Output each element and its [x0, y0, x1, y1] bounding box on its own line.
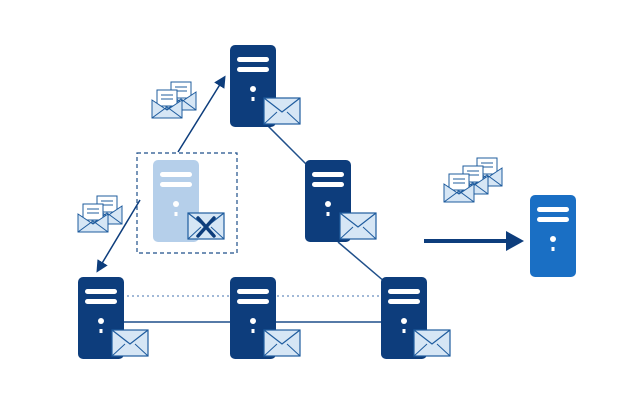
envelope-icon [263, 97, 301, 125]
envelopes [111, 97, 451, 357]
server-port [251, 97, 255, 101]
server-bay [312, 172, 344, 177]
failed-node-frame [136, 152, 238, 254]
server-bay [85, 299, 117, 304]
server-bay [160, 182, 192, 187]
server-led [98, 318, 104, 324]
server-bay [160, 172, 192, 177]
arrow-failed-to-top [177, 75, 226, 153]
envelope-icon [413, 329, 451, 357]
server-bay [537, 207, 569, 212]
server-led [550, 236, 556, 242]
server-led [401, 318, 407, 324]
server-port [326, 212, 330, 216]
edge-top-to-right-mid [261, 119, 311, 169]
envelope-icon [339, 212, 377, 240]
messages-forwarded [443, 157, 503, 203]
server-port [174, 212, 178, 216]
server-bay [237, 289, 269, 294]
server-bay [237, 299, 269, 304]
failed-message-icon [187, 212, 225, 240]
servers [78, 45, 576, 359]
envelope-icon [263, 329, 301, 357]
messages-upper [151, 81, 197, 119]
forward-arrow [424, 231, 524, 251]
open-envelope-icon [151, 89, 183, 119]
edge-right-mid-to-bottom-right [337, 241, 386, 283]
server-port [402, 329, 406, 333]
open-envelope-icon [443, 173, 475, 203]
server-target [530, 195, 576, 277]
open-envelope-icon [77, 203, 109, 233]
message-stacks [77, 81, 503, 233]
server-port [99, 329, 103, 333]
server-bay [237, 67, 269, 72]
server-led [325, 201, 331, 207]
messages-lower [77, 195, 123, 233]
server-led [250, 318, 256, 324]
envelope-icon [111, 329, 149, 357]
server-led [173, 201, 179, 207]
server-bay [312, 182, 344, 187]
error-x-icon [196, 216, 216, 238]
server-bay [85, 289, 117, 294]
server-port [551, 247, 555, 251]
server-bay [237, 57, 269, 62]
server-bay [388, 299, 420, 304]
server-bay [388, 289, 420, 294]
server-port [251, 329, 255, 333]
server-led [250, 86, 256, 92]
arrow-failed-to-bottom-left [96, 199, 141, 273]
server-bay [537, 217, 569, 222]
